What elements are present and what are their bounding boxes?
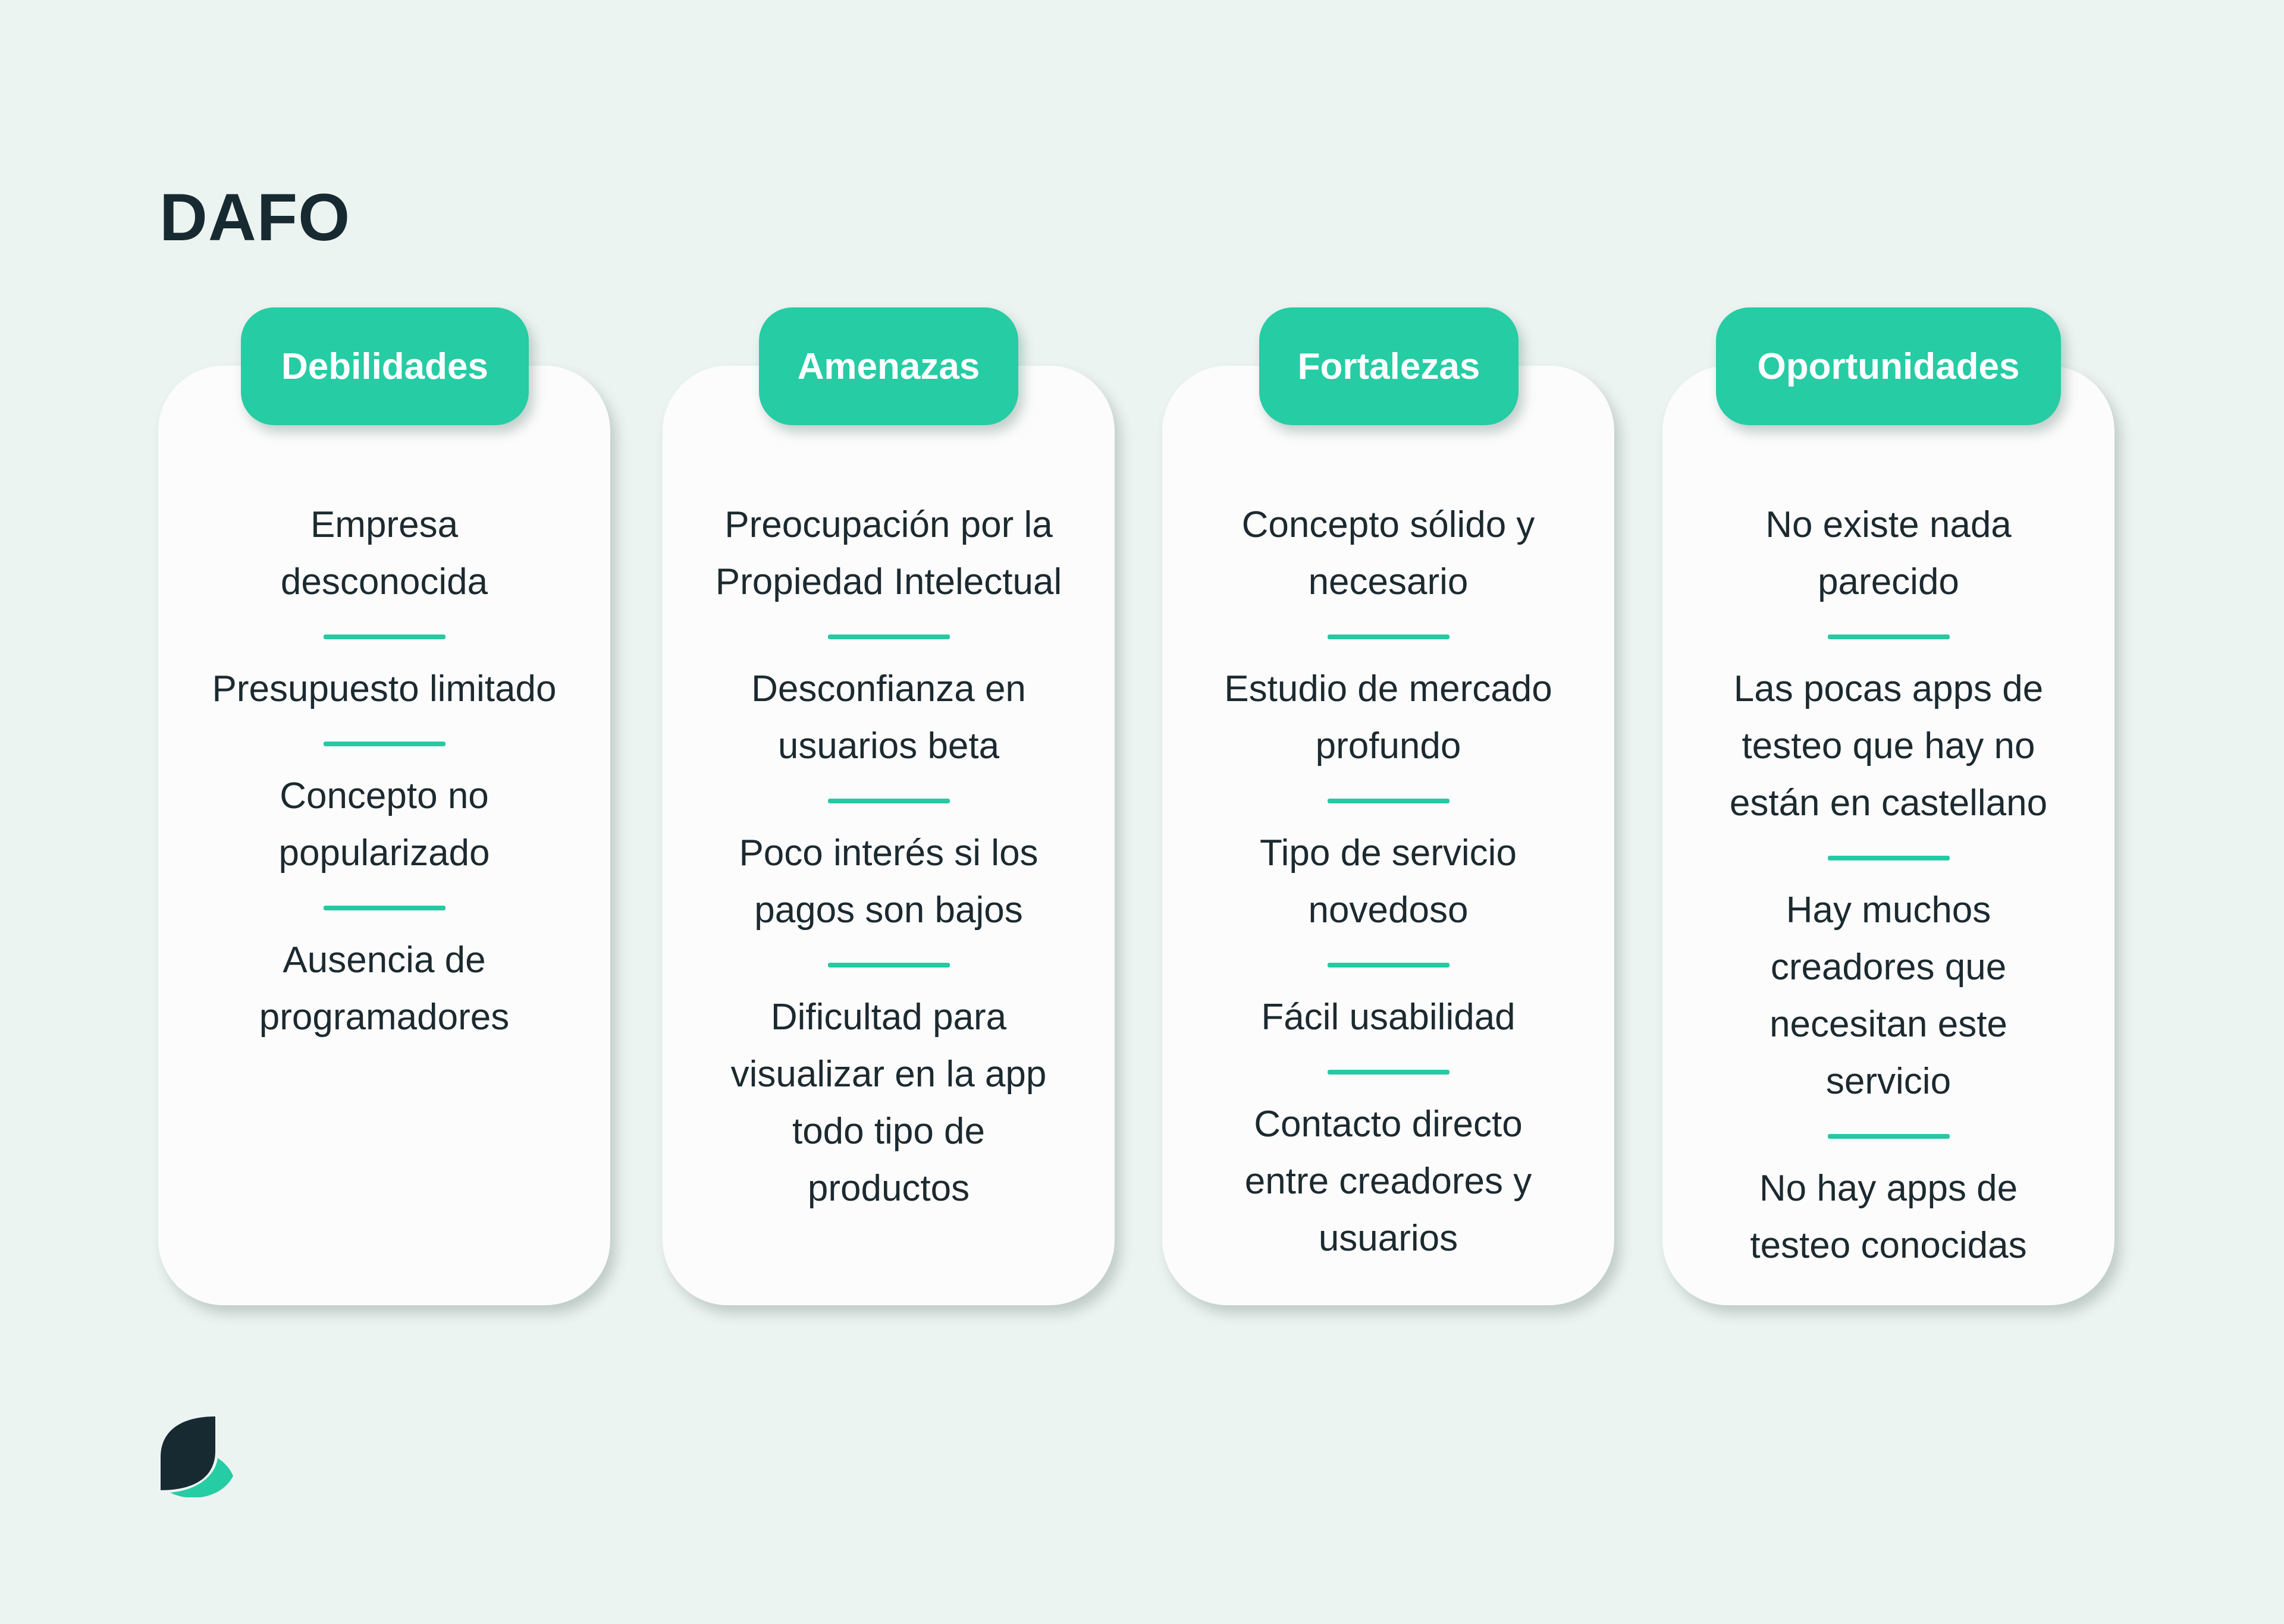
list-item: Desconfianza en usuarios beta	[751, 668, 1026, 767]
divider	[827, 634, 950, 639]
divider	[1327, 1070, 1450, 1075]
page-title: DAFO	[159, 180, 351, 255]
card-items: Preocupación por la Propiedad Intelectua…	[686, 497, 1091, 1217]
card-items: Empresa desconocida Presupuesto limitado…	[182, 497, 586, 1046]
divider	[1327, 634, 1450, 639]
divider	[1827, 1134, 1950, 1139]
list-item: No hay apps de testeo conocidas	[1750, 1168, 2027, 1266]
card-amenazas: Preocupación por la Propiedad Intelectua…	[663, 366, 1115, 1305]
list-item: Preocupación por la Propiedad Intelectua…	[715, 504, 1062, 602]
divider	[827, 799, 950, 803]
card-oportunidades: No existe nada parecido Las pocas apps d…	[1662, 366, 2114, 1305]
list-item: Concepto no popularizado	[278, 775, 490, 874]
card-debilidades: Empresa desconocida Presupuesto limitado…	[158, 366, 610, 1305]
divider	[1827, 856, 1950, 860]
divider	[323, 906, 445, 910]
tab-oportunidades: Oportunidades	[1716, 307, 2061, 425]
list-item: Contacto directo entre creadores y usuar…	[1244, 1104, 1532, 1259]
list-item: Presupuesto limitado	[212, 668, 557, 709]
divider	[1327, 799, 1450, 803]
leaf-logo-icon	[161, 1416, 233, 1497]
list-item: Empresa desconocida	[280, 504, 488, 602]
list-item: Ausencia de programadores	[259, 940, 510, 1038]
list-item: Poco interés si los pagos son bajos	[739, 833, 1039, 931]
divider	[827, 963, 950, 968]
divider	[1827, 634, 1950, 639]
tab-amenazas: Amenazas	[759, 307, 1018, 425]
list-item: Concepto sólido y necesario	[1241, 504, 1535, 602]
list-item: No existe nada parecido	[1765, 504, 2012, 602]
list-item: Las pocas apps de testeo que hay no está…	[1729, 668, 2048, 824]
tab-fortalezas: Fortalezas	[1259, 307, 1519, 425]
card-items: No existe nada parecido Las pocas apps d…	[1686, 497, 2091, 1274]
card-fortalezas: Concepto sólido y necesario Estudio de m…	[1162, 366, 1614, 1305]
divider	[323, 742, 445, 746]
list-item: Fácil usabilidad	[1261, 997, 1516, 1038]
list-item: Hay muchos creadores que necesitan este …	[1770, 890, 2007, 1102]
list-item: Estudio de mercado profundo	[1224, 668, 1552, 767]
list-item: Dificultad para visualizar en la app tod…	[730, 997, 1047, 1209]
divider	[323, 634, 445, 639]
divider	[1327, 963, 1450, 968]
list-item: Tipo de servicio novedoso	[1260, 833, 1517, 931]
tab-debilidades: Debilidades	[241, 307, 529, 425]
card-items: Concepto sólido y necesario Estudio de m…	[1186, 497, 1590, 1267]
